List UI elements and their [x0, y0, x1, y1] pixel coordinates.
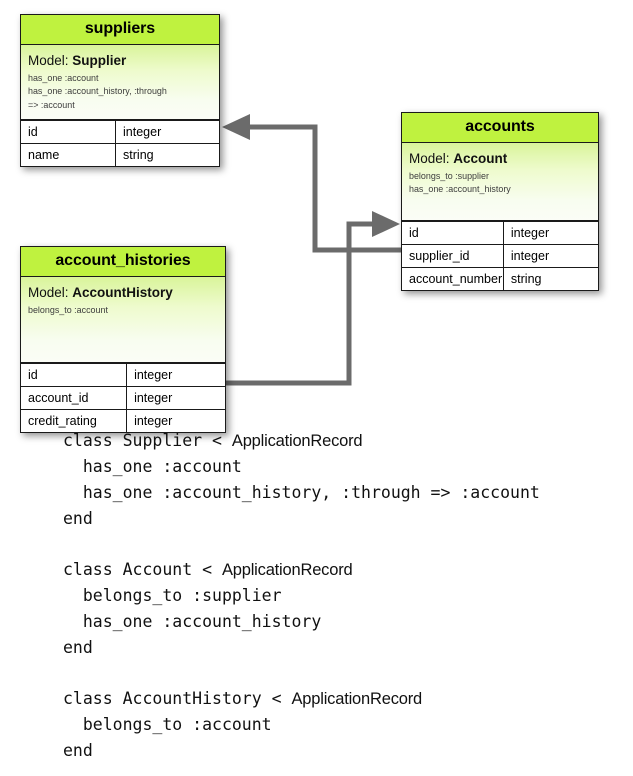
model-label-accounts: Model: Account [409, 151, 591, 166]
field-type: integer [134, 391, 173, 405]
association-line: belongs_to :account [28, 305, 108, 316]
field-name: account_id [21, 387, 128, 409]
field-type: integer [123, 125, 162, 140]
code-mono: end [63, 741, 93, 760]
code-mono: class Account < [63, 560, 222, 579]
code-line: end [63, 506, 633, 532]
table-row: supplier_id integer [402, 244, 598, 267]
code-class-name: ApplicationRecord [231, 432, 363, 450]
table-row: account_number string [402, 267, 598, 290]
table-row: account_id integer [21, 386, 225, 409]
code-class-name: ApplicationRecord [221, 561, 353, 579]
entity-title-suppliers: suppliers [21, 15, 219, 45]
code-line: has_one :account_history, :through => :a… [63, 480, 633, 506]
model-label-text: Model: [409, 151, 450, 166]
code-line: class Supplier < ApplicationRecord [63, 428, 633, 454]
table-row: credit_rating integer [21, 409, 225, 432]
field-name: account_number [402, 268, 504, 290]
field-name: name [21, 144, 117, 167]
code-line: has_one :account_history [63, 609, 633, 635]
field-name: id [402, 222, 504, 244]
entity-model-suppliers: Model: Supplier has_one :account has_one… [21, 45, 219, 121]
code-line: belongs_to :account [63, 712, 633, 738]
code-mono: belongs_to :account [63, 715, 272, 734]
field-name: supplier_id [402, 245, 504, 267]
table-row: id integer [21, 120, 219, 144]
field-type: integer [510, 249, 550, 263]
association-line: has_one :account_history, :through [28, 86, 167, 98]
association-line: => :account [28, 99, 75, 111]
model-label-suppliers: Model: Supplier [28, 53, 212, 68]
field-type: integer [134, 414, 173, 428]
table-row: id integer [21, 363, 225, 386]
field-name: credit_rating [21, 410, 128, 432]
relationship-connectors [222, 114, 401, 386]
table-row: id integer [402, 221, 598, 244]
code-line: class Account < ApplicationRecord [63, 557, 633, 583]
er-diagram: suppliers Model: Supplier has_one :accou… [20, 14, 599, 433]
field-type: integer [510, 226, 550, 240]
entity-account-histories[interactable]: account_histories Model: AccountHistory … [20, 246, 226, 433]
code-line-blank [63, 532, 633, 557]
code-mono: has_one :account_history, :through => :a… [63, 483, 540, 502]
association-line: belongs_to :supplier [409, 171, 489, 182]
code-mono: class AccountHistory < [63, 689, 292, 708]
model-name-text: Account [453, 151, 508, 166]
model-label-text: Model: [28, 285, 69, 300]
connector-accounts-supplier-id-to-suppliers-id [222, 114, 401, 253]
code-mono: belongs_to :supplier [63, 586, 282, 605]
field-type: string [123, 148, 154, 163]
entity-title-accounts: accounts [402, 113, 598, 143]
code-mono: end [63, 509, 93, 528]
field-name: id [21, 364, 128, 386]
model-label-text: Model: [28, 53, 69, 68]
code-mono: has_one :account [63, 457, 242, 476]
model-name-text: AccountHistory [72, 285, 173, 300]
code-line: end [63, 738, 633, 764]
association-line: has_one :account [28, 73, 99, 84]
arrowhead-right-icon [372, 211, 400, 237]
code-line: belongs_to :supplier [63, 583, 633, 609]
entity-model-accounts: Model: Account belongs_to :supplier has_… [402, 143, 598, 221]
model-name-text: Supplier [72, 53, 127, 68]
ruby-code-block: class Supplier < ApplicationRecord has_o… [0, 428, 633, 764]
code-mono: end [63, 638, 93, 657]
entity-suppliers[interactable]: suppliers Model: Supplier has_one :accou… [20, 14, 220, 168]
code-line: end [63, 635, 633, 661]
code-mono: class Supplier < [63, 431, 232, 450]
code-line: has_one :account [63, 454, 633, 480]
model-label-account-histories: Model: AccountHistory [28, 285, 218, 300]
entity-model-account-histories: Model: AccountHistory belongs_to :accoun… [21, 277, 225, 363]
field-name: id [21, 121, 117, 144]
code-line-blank [63, 661, 633, 686]
table-row: name string [21, 143, 219, 167]
field-type: integer [134, 368, 173, 382]
field-type: string [510, 272, 542, 286]
connector-account-histories-account-id-to-accounts-id [226, 211, 400, 386]
code-line: class AccountHistory < ApplicationRecord [63, 686, 633, 712]
entity-accounts[interactable]: accounts Model: Account belongs_to :supp… [401, 112, 599, 291]
arrowhead-left-icon [222, 114, 250, 140]
association-line: has_one :account_history [409, 184, 511, 196]
code-mono: has_one :account_history [63, 612, 322, 631]
entity-title-account-histories: account_histories [21, 247, 225, 277]
code-class-name: ApplicationRecord [291, 690, 422, 708]
